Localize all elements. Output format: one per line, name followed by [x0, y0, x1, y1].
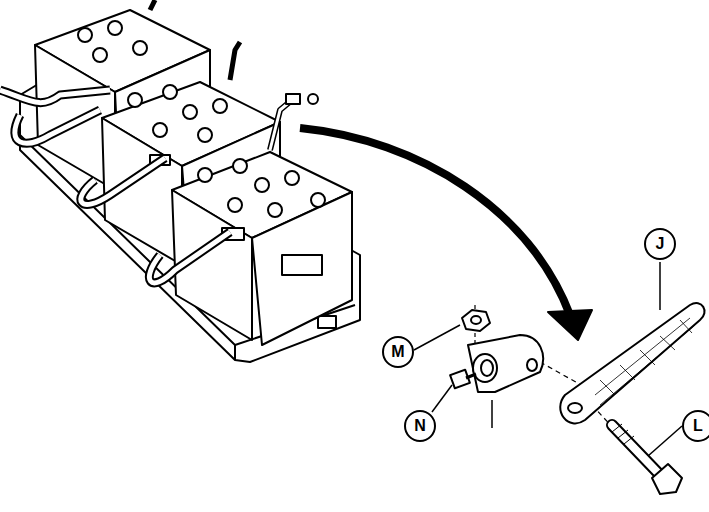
ground-strap	[560, 303, 704, 423]
callout-letter: M	[391, 344, 404, 360]
pointer-arrow	[300, 128, 570, 315]
clamp-body	[468, 335, 543, 392]
nut	[462, 310, 490, 331]
callout-letter: J	[656, 236, 665, 252]
callout-letter: N	[414, 418, 426, 434]
callout-circle: N	[404, 410, 436, 442]
callout-letter: L	[693, 418, 703, 434]
leader-lines	[414, 262, 682, 456]
bolt-head	[652, 464, 682, 494]
tray-lug	[318, 316, 336, 328]
callout-circle: M	[382, 336, 414, 368]
callout-circle: L	[682, 410, 709, 442]
callout-circle: J	[644, 228, 676, 260]
